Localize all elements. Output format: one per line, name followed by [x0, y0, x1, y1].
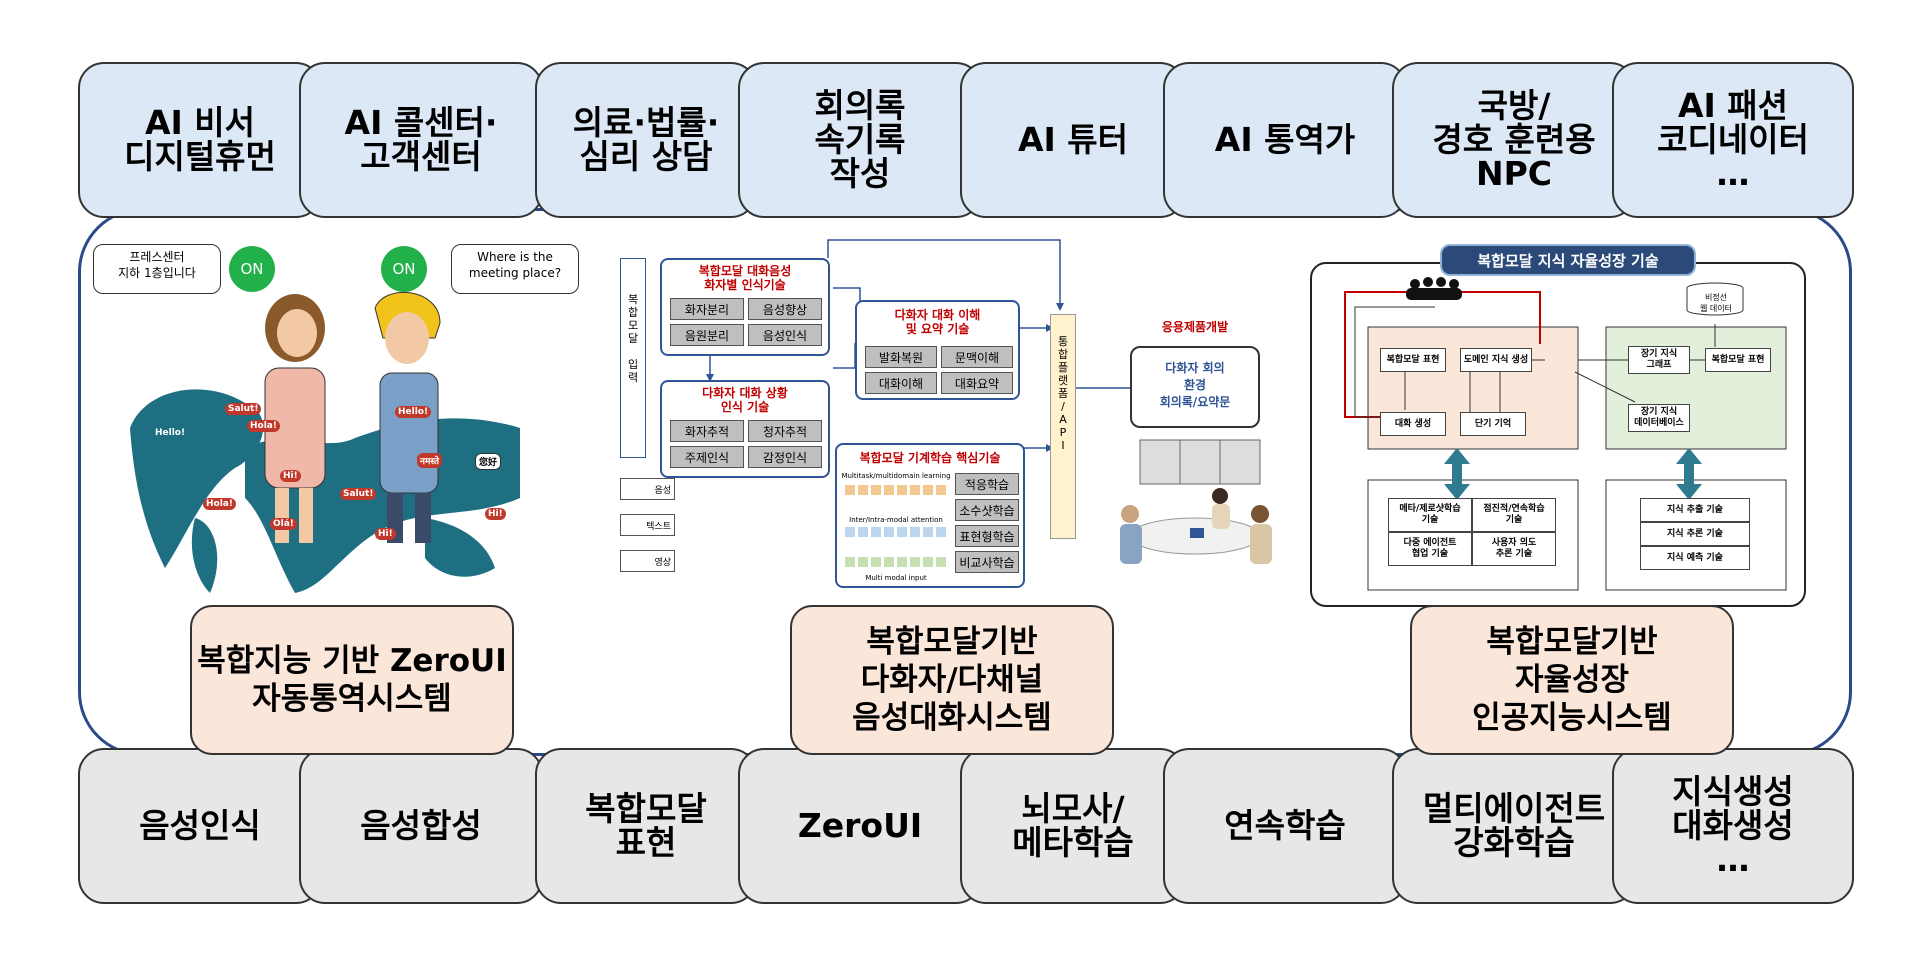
box2-title: 다화자 대화 상황 인식 기술: [702, 386, 788, 414]
box2-item-2: 청자추적: [748, 420, 822, 442]
tech-knowledge-extraction: 지식 추출 기술: [1640, 498, 1750, 522]
greeting-7: 您好: [475, 453, 502, 470]
box4-small-1: Multitask/multidomain learning: [841, 472, 951, 480]
multimodal-input-label: 복 합 모 달 입 력: [627, 293, 639, 384]
tile-counseling: 의료·법률· 심리 상담: [535, 62, 757, 218]
greeting-9: Hola!: [203, 498, 236, 510]
system-self-growing-ai: 복합모달기반 자율성장 인공지능시스템: [1410, 605, 1734, 755]
tile-ai-secretary: AI 비서 디지털휴먼: [78, 62, 322, 218]
modality-audio: 음성: [620, 478, 675, 500]
greeting-5: Hi!: [280, 470, 301, 482]
node-long-term-graph: 장기 지식 그래프: [1628, 346, 1690, 374]
box-speaker-recognition: 복합모달 대화음성 화자별 인식기술 화자분리 음성향상 음원분리 음성인식: [660, 258, 830, 356]
modality-text-label: 텍스트: [646, 521, 671, 532]
tile-speech-recognition: 음성인식: [78, 748, 322, 904]
greeting-10: Olá!: [270, 518, 297, 530]
box4-item-3: 표현형학습: [955, 525, 1019, 547]
tech-intent-inference: 사용자 의도 추론 기술: [1472, 532, 1556, 566]
two-people-figure: [264, 292, 441, 543]
box1-title: 복합모달 대화음성 화자별 인식기술: [698, 264, 792, 292]
box2-item-1: 화자추적: [670, 420, 744, 442]
tile-speech-synthesis: 음성합성: [299, 748, 543, 904]
tile-fashion-coordinator: AI 패션 코디네이터 …: [1612, 62, 1854, 218]
box4-item-4: 비교사학습: [955, 551, 1019, 573]
tile-minutes: 회의록 속기록 작성: [738, 62, 982, 218]
box3-title: 다화자 대화 이해 및 요약 기술: [894, 308, 981, 336]
on-indicator-left: ON: [229, 246, 275, 292]
greeting-11: Hi!: [485, 508, 506, 520]
box3-item-4: 대화요약: [941, 372, 1013, 394]
tech-knowledge-reasoning: 지식 추론 기술: [1640, 522, 1750, 546]
box-machine-learning: 복합모달 기계학습 핵심기술 Multitask/multidomain lea…: [835, 443, 1025, 588]
box3-item-3: 대화이해: [865, 372, 937, 394]
box4-small-3: Multi modal input: [865, 574, 927, 582]
tech-meta-zeroshot: 메타/제로샷학습 기술: [1388, 498, 1472, 532]
modality-video-label: 영상: [654, 557, 671, 568]
app-meeting-box: 다화자 회의 환경 회의록/요약문: [1130, 346, 1260, 428]
box1-item-3: 음원분리: [670, 324, 744, 346]
tech-knowledge-prediction: 지식 예측 기술: [1640, 546, 1750, 570]
modality-audio-label: 음성: [654, 485, 671, 496]
system-zeroui-interpretation: 복합지능 기반 ZeroUI 자동통역시스템: [190, 605, 514, 755]
box4-small-2: Inter/Intra-modal attention: [849, 516, 943, 524]
tech-continual: 점진적/연속학습 기술: [1472, 498, 1556, 532]
node-dialog-generation: 대화 생성: [1380, 412, 1446, 436]
knowledge-growth-banner: 복합모달 지식 자율성장 기술: [1440, 244, 1696, 276]
tile-ai-interpreter: AI 통역가: [1163, 62, 1407, 218]
greeting-1: Hello!: [155, 428, 186, 438]
app-dev-title: 응용제품개발: [1161, 320, 1229, 334]
web-data-label: 비정선 웹 데이터: [1700, 293, 1732, 313]
greeting-3: Hola!: [247, 420, 280, 432]
tile-continual-learning: 연속학습: [1163, 748, 1407, 904]
node-domain-knowledge: 도메인 지식 생성: [1460, 348, 1532, 372]
dialog-architecture-diagram: 복 합 모 달 입 력 음성 텍스트 영상 복합모달 대화음성 화자별 인식기술…: [620, 238, 1320, 598]
tile-knowledge-generation: 지식생성 대화생성 …: [1612, 748, 1854, 904]
node-long-term-db: 장기 지식 데이터베이스: [1628, 404, 1690, 432]
greeting-6: नमस्ते: [417, 453, 443, 468]
tile-meta-learning: 뇌모사/ 메타학습: [960, 748, 1186, 904]
on-indicator-right: ON: [381, 246, 427, 292]
box-situation-recognition: 다화자 대화 상황 인식 기술 화자추적 청자추적 주제인식 감정인식: [660, 380, 830, 478]
box4-title: 복합모달 기계학습 핵심기술: [859, 451, 1001, 465]
node-multimodal-rep-1: 복합모달 표현: [1380, 348, 1446, 372]
box1-item-2: 음성향상: [748, 298, 822, 320]
box2-item-4: 감정인식: [748, 446, 822, 468]
tech-multiagent: 다중 에이전트 협업 기술: [1388, 532, 1472, 566]
tile-zeroui: ZeroUI: [738, 748, 982, 904]
integrated-platform-bar: 통 합 플 랫 폼 / A P I: [1050, 314, 1076, 539]
modality-video: 영상: [620, 550, 675, 572]
system-multispeaker-dialog: 복합모달기반 다화자/다채널 음성대화시스템: [790, 605, 1114, 755]
tile-multimodal-representation: 복합모달 표현: [535, 748, 757, 904]
greeting-12: Hi!: [375, 528, 396, 540]
tile-ai-tutor: AI 튜터: [960, 62, 1186, 218]
bubble-left: 프레스센터 지하 1층입니다: [93, 244, 221, 294]
box-dialog-understanding: 다화자 대화 이해 및 요약 기술 발화복원 문맥이해 대화이해 대화요약: [855, 300, 1020, 400]
box3-item-2: 문맥이해: [941, 346, 1013, 368]
bubble-right: Where is the meeting place?: [451, 244, 579, 294]
node-short-term-memory: 단기 기억: [1460, 412, 1526, 436]
box2-item-3: 주제인식: [670, 446, 744, 468]
greeting-2: Salut!: [225, 403, 262, 415]
modality-text: 텍스트: [620, 514, 675, 536]
box4-item-1: 적응학습: [955, 473, 1019, 495]
greeting-8: Salut!: [340, 488, 377, 500]
node-multimodal-rep-2: 복합모달 표현: [1705, 348, 1771, 372]
interpretation-illustration: 프레스센터 지하 1층입니다 Where is the meeting plac…: [93, 238, 579, 603]
tile-ai-callcenter: AI 콜센터· 고객센터: [299, 62, 543, 218]
greeting-4: Hello!: [395, 406, 432, 418]
box1-item-1: 화자분리: [670, 298, 744, 320]
tile-multiagent-rl: 멀티에이전트 강화학습: [1392, 748, 1636, 904]
meeting-room-sketch: [1120, 439, 1272, 564]
tile-defense-npc: 국방/ 경호 훈련용 NPC: [1392, 62, 1636, 218]
box3-item-1: 발화복원: [865, 346, 937, 368]
knowledge-growth-content: 비정선 웹 데이터 복합모달 표현 도메인 지식 생성 대화 생성 단기 기억 …: [1310, 262, 1806, 607]
box4-item-2: 소수샷학습: [955, 499, 1019, 521]
box1-item-4: 음성인식: [748, 324, 822, 346]
